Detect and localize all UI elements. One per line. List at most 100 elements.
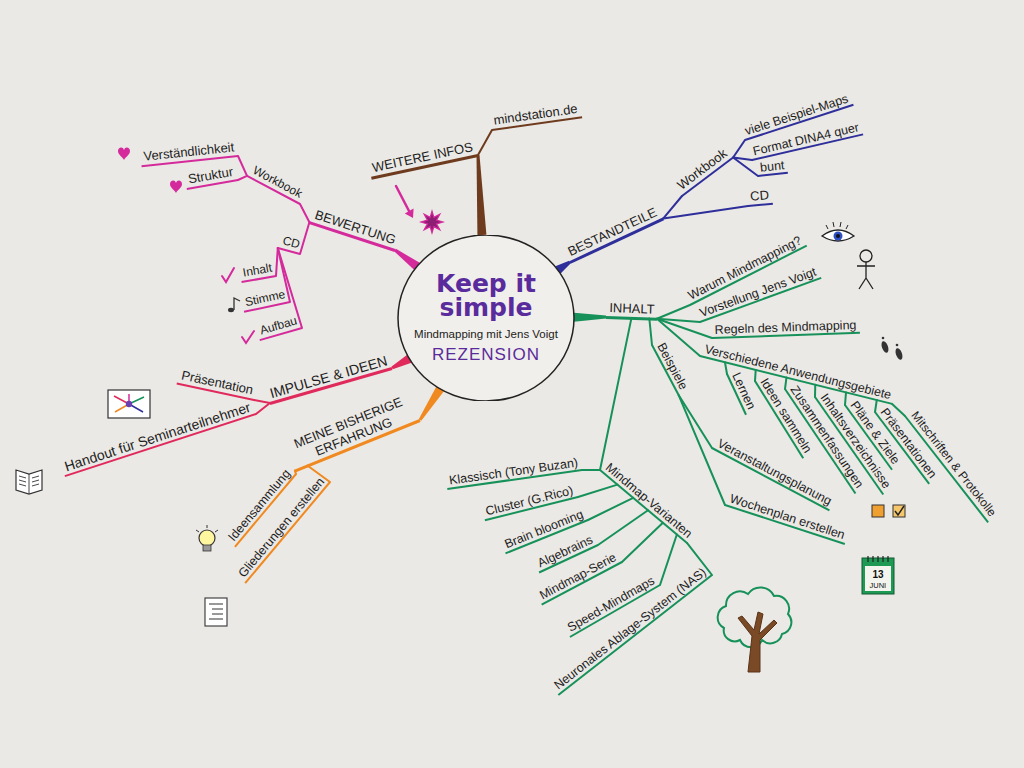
mini-center <box>126 401 132 407</box>
bulb-rays <box>196 525 218 532</box>
eye-outline <box>822 230 854 241</box>
screen-frame <box>108 390 150 418</box>
pointer-arrow <box>396 186 414 218</box>
sub-branch <box>814 385 816 397</box>
calendar-text: 13 <box>873 570 884 580</box>
sub-branch <box>578 485 617 497</box>
branch-topic: mindstation.de <box>490 102 582 131</box>
list-lines <box>209 604 223 619</box>
note-stem <box>234 298 240 310</box>
arrow-head <box>405 209 414 218</box>
todo-check <box>895 506 904 515</box>
branch-topic: Lernen <box>726 368 760 416</box>
branch-topic: Vorstellung Jens Voigt <box>695 264 822 324</box>
eye-lashes <box>826 222 848 229</box>
tree-trunk <box>738 612 777 672</box>
stick-figure <box>857 250 875 289</box>
branch-topic: Verständlichkeit <box>140 140 238 167</box>
branch-text: Vorstellung Jens Voigt <box>698 265 818 321</box>
sub-branch <box>875 400 877 412</box>
music-note <box>228 298 240 312</box>
sub-branch <box>663 196 682 218</box>
calendar-text: JUNI <box>870 582 887 590</box>
sub-branch <box>238 156 247 176</box>
central-topic: Keep it simpleMindmapping mit Jens Voigt… <box>396 235 576 401</box>
branch-topic: CD <box>747 188 773 207</box>
bulb-icon <box>196 525 218 551</box>
sub-branch <box>256 403 270 414</box>
check-mark <box>222 268 234 282</box>
sub-branch <box>276 248 278 276</box>
branch-topic: Aufbau <box>256 314 303 341</box>
sub-branch <box>663 206 748 218</box>
branch-topic: Präsentation <box>177 368 258 401</box>
sub-branch <box>600 318 631 470</box>
branch-text: Aufbau <box>258 314 298 338</box>
branch-text: Verständlichkeit <box>143 140 235 164</box>
branch-topic: INHALT <box>606 301 658 321</box>
arrow-shaft <box>396 186 409 211</box>
branch-topic: Stimme <box>241 287 290 312</box>
footprint <box>894 347 904 360</box>
branch-topic: Regeln des Mindmapping <box>711 318 859 340</box>
sub-branch <box>588 498 633 520</box>
branch-topic: BEWERTUNG <box>309 206 400 251</box>
branch-topic: BESTANDTEILE <box>563 204 664 264</box>
branch-text: CD <box>281 234 301 252</box>
branch-text: Inhalt <box>242 262 273 281</box>
calendar-icon <box>862 556 894 594</box>
eye-pupil <box>836 234 840 238</box>
presentation-icon <box>108 390 150 418</box>
central-tag: REZENSION <box>432 345 540 365</box>
figure-head <box>860 250 872 262</box>
branch-text: IMPULSE & IDEEN <box>268 352 389 401</box>
sub-branch <box>785 378 786 389</box>
branch-topic: bunt <box>756 158 788 177</box>
branch-topic: Struktur <box>184 164 238 190</box>
eye-icon <box>822 222 854 241</box>
branch-text: INHALT <box>609 301 655 318</box>
book-lines <box>19 474 39 494</box>
heart-shape <box>118 147 130 160</box>
branch-text: Beispiele <box>654 341 691 393</box>
branch-text: CD <box>750 188 770 205</box>
branch-text: Stimme <box>244 288 287 310</box>
main-branch <box>574 313 606 322</box>
list-icon <box>205 598 227 626</box>
branch-text: BEWERTUNG <box>313 207 398 247</box>
tree-drawing <box>718 587 792 672</box>
todo-box <box>893 505 905 517</box>
branch-text: bunt <box>759 158 785 175</box>
sub-branch <box>725 362 727 374</box>
sub-branch <box>300 204 309 222</box>
check-mark <box>242 331 254 343</box>
sub-branch <box>254 400 270 403</box>
sub-branch <box>660 534 677 585</box>
sub-branch <box>733 140 745 157</box>
calendar-frame <box>862 558 894 594</box>
footprints <box>880 337 904 361</box>
toe <box>882 337 885 340</box>
branch-topic: Handout für Seminarteilnehmer <box>60 398 256 477</box>
branch-topic: Mindmap-Varianten <box>599 459 697 545</box>
branch-topic: IMPULSE & IDEEN <box>265 351 393 404</box>
circle-outline <box>398 235 574 401</box>
branch-text: Workbook <box>675 146 731 193</box>
sub-branch <box>622 523 663 562</box>
star-rating <box>421 211 443 233</box>
branch-topic: MEINE BISHERIGE ERFAHRUNG <box>283 391 420 472</box>
branch-text: WEITERE INFOS <box>371 140 474 176</box>
branch-text: Präsentation <box>180 369 255 399</box>
eye-iris <box>834 232 843 241</box>
sub-branch <box>845 392 846 405</box>
branch-text: BESTANDTEILE <box>566 205 660 259</box>
todo-box <box>872 505 884 517</box>
list-sheet <box>205 598 227 626</box>
sub-branch <box>754 370 757 381</box>
sub-branch <box>582 469 600 471</box>
branch-topic: Workbook <box>247 163 307 205</box>
branch-topic: Inhalt <box>239 261 277 283</box>
branch-text: Struktur <box>187 165 234 188</box>
calendar-rings <box>868 556 888 562</box>
branch-text: mindstation.de <box>493 102 579 129</box>
